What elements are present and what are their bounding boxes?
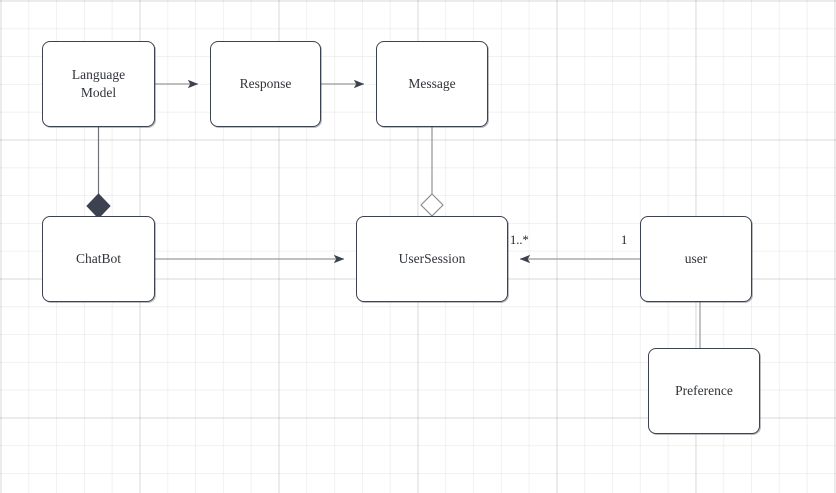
node-language-model-label: Language Model <box>71 66 126 100</box>
edge-label-multiplicity-user: 1 <box>621 233 628 247</box>
node-chatbot[interactable]: ChatBot <box>42 216 155 302</box>
node-chatbot-label: ChatBot <box>75 250 121 266</box>
node-message[interactable]: Message <box>376 41 488 127</box>
edge-usersession-to-message-aggregation <box>420 127 444 217</box>
node-response-label: Response <box>239 75 292 91</box>
node-preference[interactable]: Preference <box>648 348 760 434</box>
edge-label-multiplicity-usersession: 1..* <box>510 233 529 247</box>
node-preference-label: Preference <box>675 382 733 398</box>
node-message-label: Message <box>408 75 456 91</box>
node-user[interactable]: user <box>640 216 752 302</box>
node-user-label: user <box>684 250 708 266</box>
node-language-model[interactable]: Language Model <box>42 41 155 127</box>
filled-diamond-icon <box>86 193 111 219</box>
edge-chatbot-to-language-model-composition <box>86 127 111 219</box>
hollow-diamond-icon <box>420 193 444 217</box>
node-response[interactable]: Response <box>210 41 321 127</box>
node-usersession[interactable]: UserSession <box>356 216 508 302</box>
node-usersession-label: UserSession <box>398 250 466 266</box>
